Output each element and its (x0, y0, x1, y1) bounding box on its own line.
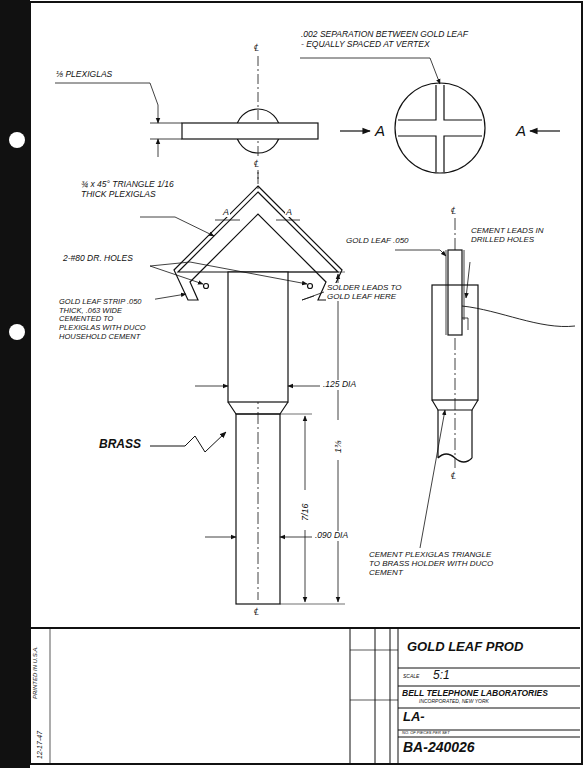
dimension-text: .090 DIA (314, 531, 349, 541)
note: .002 SEPARATION BETWEEN GOLD LEAF - EQUA… (300, 30, 472, 50)
punch-hole (9, 324, 25, 340)
lead-wire (462, 306, 575, 327)
brass-holder (228, 272, 288, 402)
scale-value: 5:1 (432, 669, 451, 683)
drawing-number: BA-240026 (402, 739, 476, 755)
note: CEMENT PLEXIGLAS TRIANGLE TO BRASS HOLDE… (368, 550, 505, 578)
material-label: BRASS (98, 438, 142, 452)
title-block-text: SCALE (402, 674, 420, 680)
section-letter: A (515, 122, 527, 139)
centerline-mark: ℄ (252, 42, 260, 54)
section-letter: A (374, 122, 386, 139)
centerline-mark: ℄ (252, 606, 260, 618)
centerline-mark: ℄ (449, 205, 457, 217)
plexiglas-triangle (178, 192, 338, 272)
title-block-text: NO. OF PIECES PER SET (401, 731, 451, 736)
note: CEMENT LEADS IN DRILLED HOLES (470, 226, 567, 244)
part-note: GOLD LEAF .050 (345, 236, 410, 245)
sheet-border (30, 2, 582, 764)
top-view (55, 56, 560, 180)
section-letter: A (285, 207, 293, 217)
punch-hole (9, 132, 25, 148)
side-view (395, 218, 575, 548)
print-note: PRINTED IN U.S.A. (32, 645, 39, 700)
binder-strip (0, 0, 30, 768)
date-text: 12-17-47 (36, 730, 44, 760)
title-block-text: INCORPORATED, NEW YORK (418, 699, 490, 705)
section-letter: A (222, 207, 230, 217)
dimension-text: 1⅜ (333, 439, 343, 454)
hole-note: 2-#80 DR. HOLES (62, 254, 134, 264)
part-note: GOLD LEAF STRIP .050 THICK, .063 WIDE CE… (58, 298, 155, 341)
plexiglas-edge (448, 250, 462, 335)
note: SOLDER LEADS TO GOLD LEAF HERE (326, 283, 418, 301)
part-note: ¾ x 45° TRIANGLE 1/16 THICK PLEXIGLAS (80, 180, 197, 200)
centerline-mark: ℄ (252, 158, 260, 170)
dimension-text: .125 DIA (322, 380, 357, 390)
title-block (30, 628, 580, 764)
drawing-prefix: LA- (402, 710, 426, 725)
dimension-text: 7/16 (300, 502, 310, 522)
drawing-title: GOLD LEAF PROD (406, 640, 524, 655)
company-name: BELL TELEPHONE LABORATORIES (401, 689, 549, 699)
dimension-note: ⅛ PLEXIGLAS (55, 70, 113, 80)
centerline-mark: ℄ (449, 470, 457, 482)
